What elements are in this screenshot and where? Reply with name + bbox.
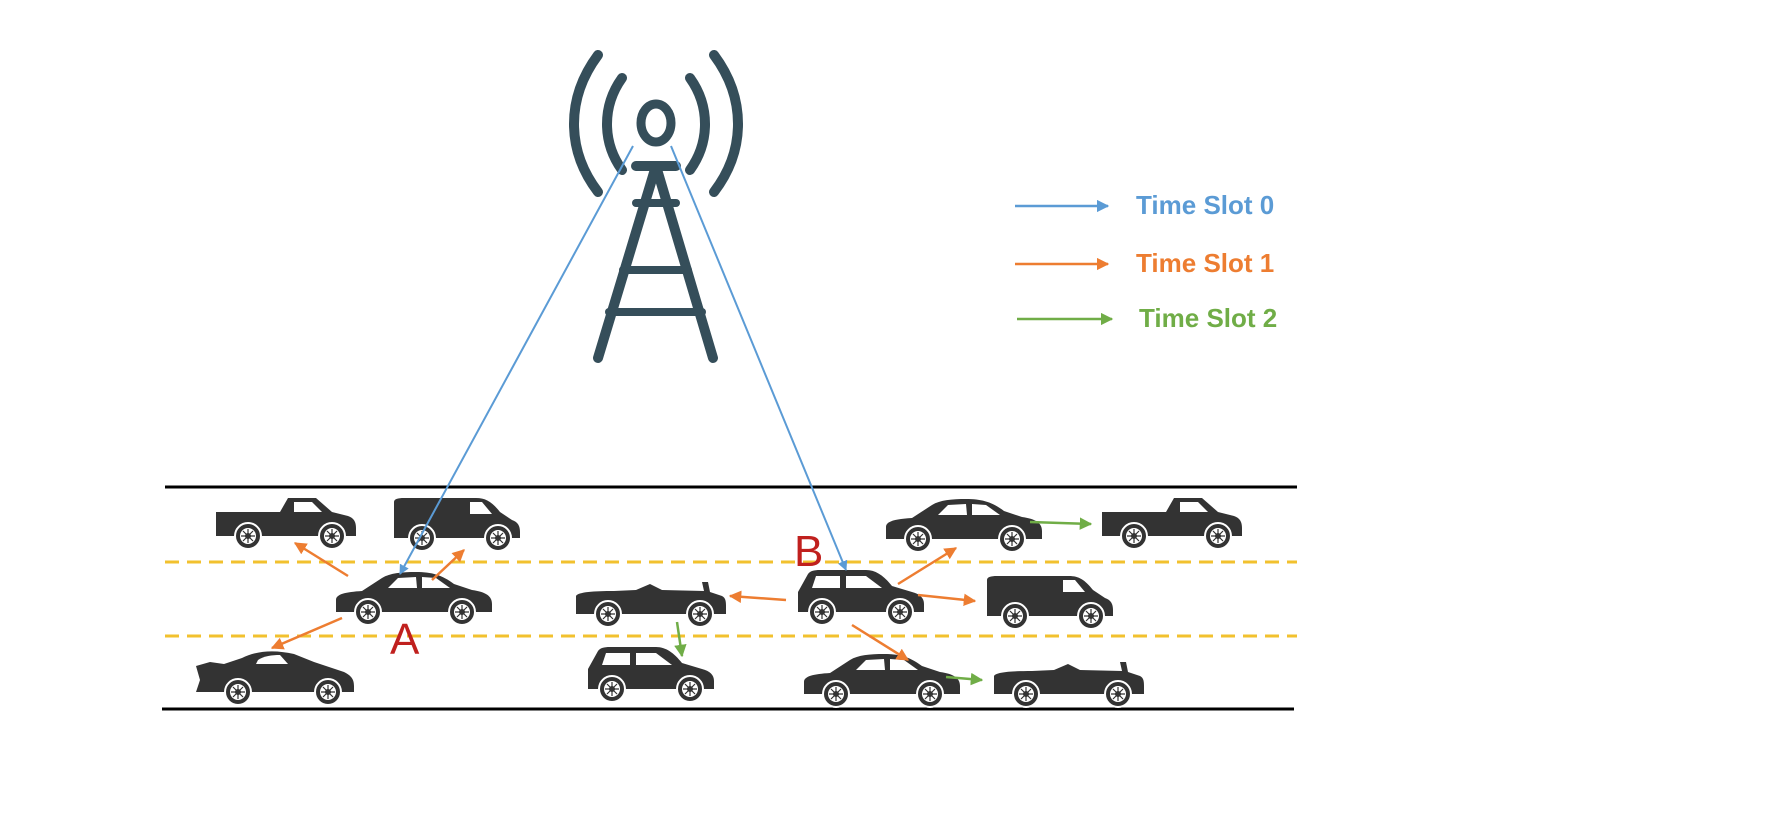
car-icon	[196, 651, 354, 705]
legend-slot0-label: Time Slot 0	[1136, 190, 1274, 220]
car-icon	[994, 662, 1144, 707]
link-b-right	[917, 593, 977, 607]
cell-tower-icon	[569, 50, 743, 363]
time-slot-1-links	[270, 541, 977, 662]
car-icon	[216, 498, 356, 549]
time-slot-0-links	[399, 145, 848, 575]
link-a-lower-left	[270, 616, 343, 650]
link-tower-to-b	[670, 145, 848, 571]
legend-slot2-label: Time Slot 2	[1139, 303, 1277, 333]
link-slot2-top-right	[1029, 517, 1093, 530]
link-slot2-bottom-right	[945, 672, 984, 686]
car-icon	[588, 647, 714, 702]
car-icon	[804, 654, 960, 707]
legend-slot1-label: Time Slot 1	[1136, 248, 1274, 278]
car-icon	[576, 582, 726, 627]
vehicles	[196, 498, 1242, 707]
link-a-upper-right	[431, 549, 465, 581]
link-b-lower-right	[851, 623, 910, 662]
link-tower-to-a	[399, 145, 634, 575]
link-a-upper-left	[293, 541, 349, 578]
car-icon	[886, 499, 1042, 552]
link-b-left	[728, 590, 787, 604]
link-b-upper-right	[897, 546, 958, 586]
car-icon	[1102, 498, 1242, 549]
node-label-b: B	[794, 527, 823, 576]
link-slot2-convertible-down	[674, 621, 687, 658]
node-label-a: A	[390, 615, 420, 664]
legend: Time Slot 0 Time Slot 1 Time Slot 2	[1015, 190, 1277, 333]
car-icon	[394, 498, 520, 551]
road	[162, 485, 1297, 711]
car-icon	[987, 576, 1113, 629]
time-slot-2-links	[674, 517, 1093, 686]
